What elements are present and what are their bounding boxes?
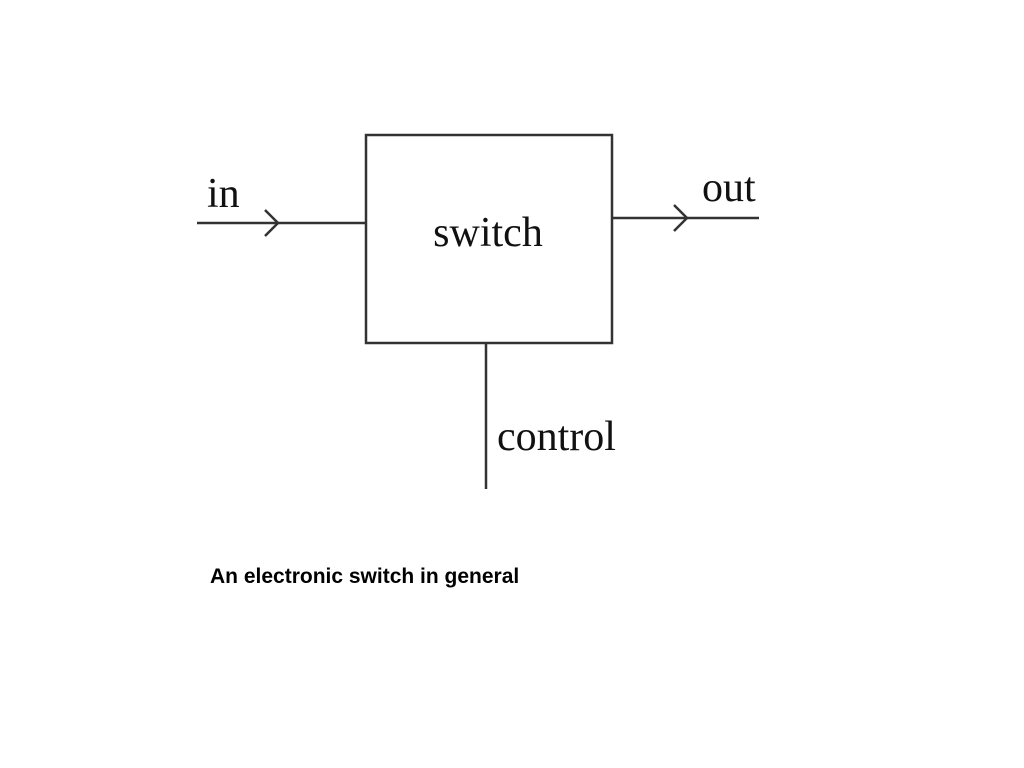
diagram-caption: An electronic switch in general bbox=[210, 565, 520, 588]
output-label: out bbox=[702, 165, 756, 211]
input-arrow bbox=[197, 209, 366, 237]
output-arrow bbox=[612, 204, 759, 232]
switch-box bbox=[364, 133, 614, 345]
control-label: control bbox=[497, 414, 616, 460]
switch-label: switch bbox=[433, 210, 543, 256]
input-label: in bbox=[207, 171, 240, 217]
